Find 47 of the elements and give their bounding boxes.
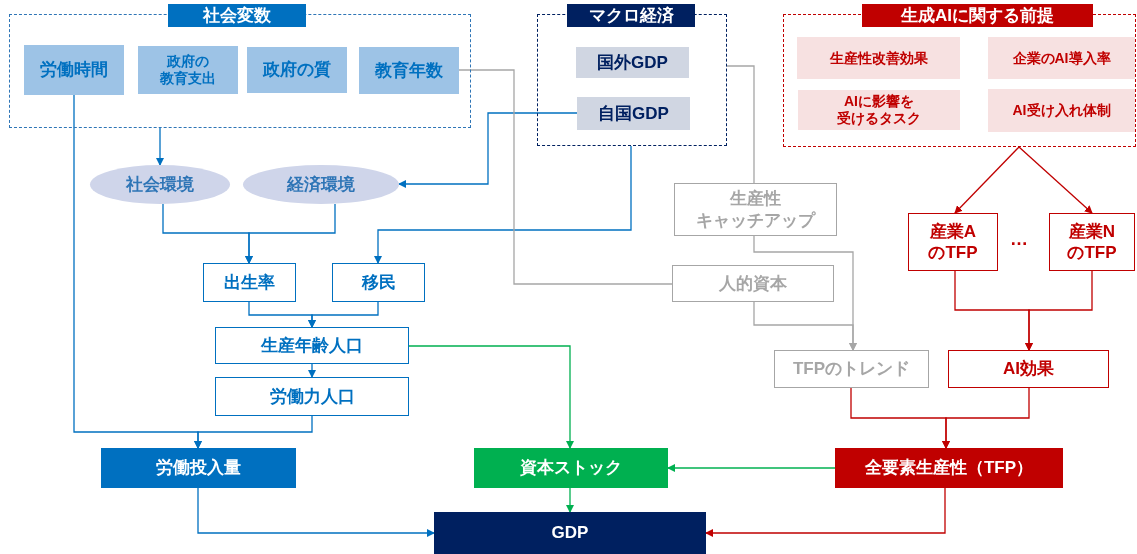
connector-arrow [245,203,336,264]
connector-arrow [753,301,857,351]
connector-arrow [705,487,946,537]
connector-arrow [408,345,574,449]
connector-arrow [942,387,1030,449]
connector-arrow [194,415,313,449]
ellipsis-label: … [1010,228,1028,251]
variable-box: 教育年数 [359,47,459,94]
connector-arrow [398,112,578,188]
environment-ellipse: 経済環境 [243,165,399,204]
output-box: 労働投入量 [101,448,296,488]
connector-arrow [1025,270,1093,351]
connector-arrow [1018,146,1093,214]
process-box: 生産性キャッチアップ [674,183,837,236]
connector-arrow [308,301,379,328]
connector-arrow [197,487,435,537]
group-title: マクロ経済 [567,4,695,27]
connector-arrow [308,363,316,378]
variable-box: 政府の教育支出 [138,46,238,94]
assumption-box: 生産性改善効果 [797,37,960,79]
output-box: 資本ストック [474,448,668,488]
group-title: 社会変数 [168,4,306,27]
group-title: 生成AIに関する前提 [862,4,1093,27]
variable-box: 労働時間 [24,45,124,95]
process-box: 人的資本 [672,265,834,302]
assumption-box: AIに影響を受けるタスク [798,90,960,130]
assumption-box: 企業のAI導入率 [988,37,1135,79]
output-box: 全要素生産性（TFP） [835,448,1063,488]
connector-arrow [374,145,632,264]
connector-arrow [667,464,836,472]
variable-box: 国外GDP [576,47,689,78]
connector-arrow [954,146,1020,214]
connector-arrow [566,487,574,513]
process-box: AI効果 [948,350,1109,388]
process-box: 移民 [332,263,425,302]
variable-box: 政府の質 [247,47,347,93]
assumption-box: AI受け入れ体制 [988,89,1135,132]
connector-arrow [156,127,164,166]
output-box: GDP [434,512,706,554]
process-box: 労働力人口 [215,377,409,416]
process-box: 産業A のTFP [908,213,998,271]
environment-ellipse: 社会環境 [90,165,230,204]
process-box: 生産年齢人口 [215,327,409,364]
process-box: TFPのトレンド [774,350,929,388]
process-box: 出生率 [203,263,296,302]
process-box: 産業N のTFP [1049,213,1135,271]
variable-box: 自国GDP [577,97,690,130]
